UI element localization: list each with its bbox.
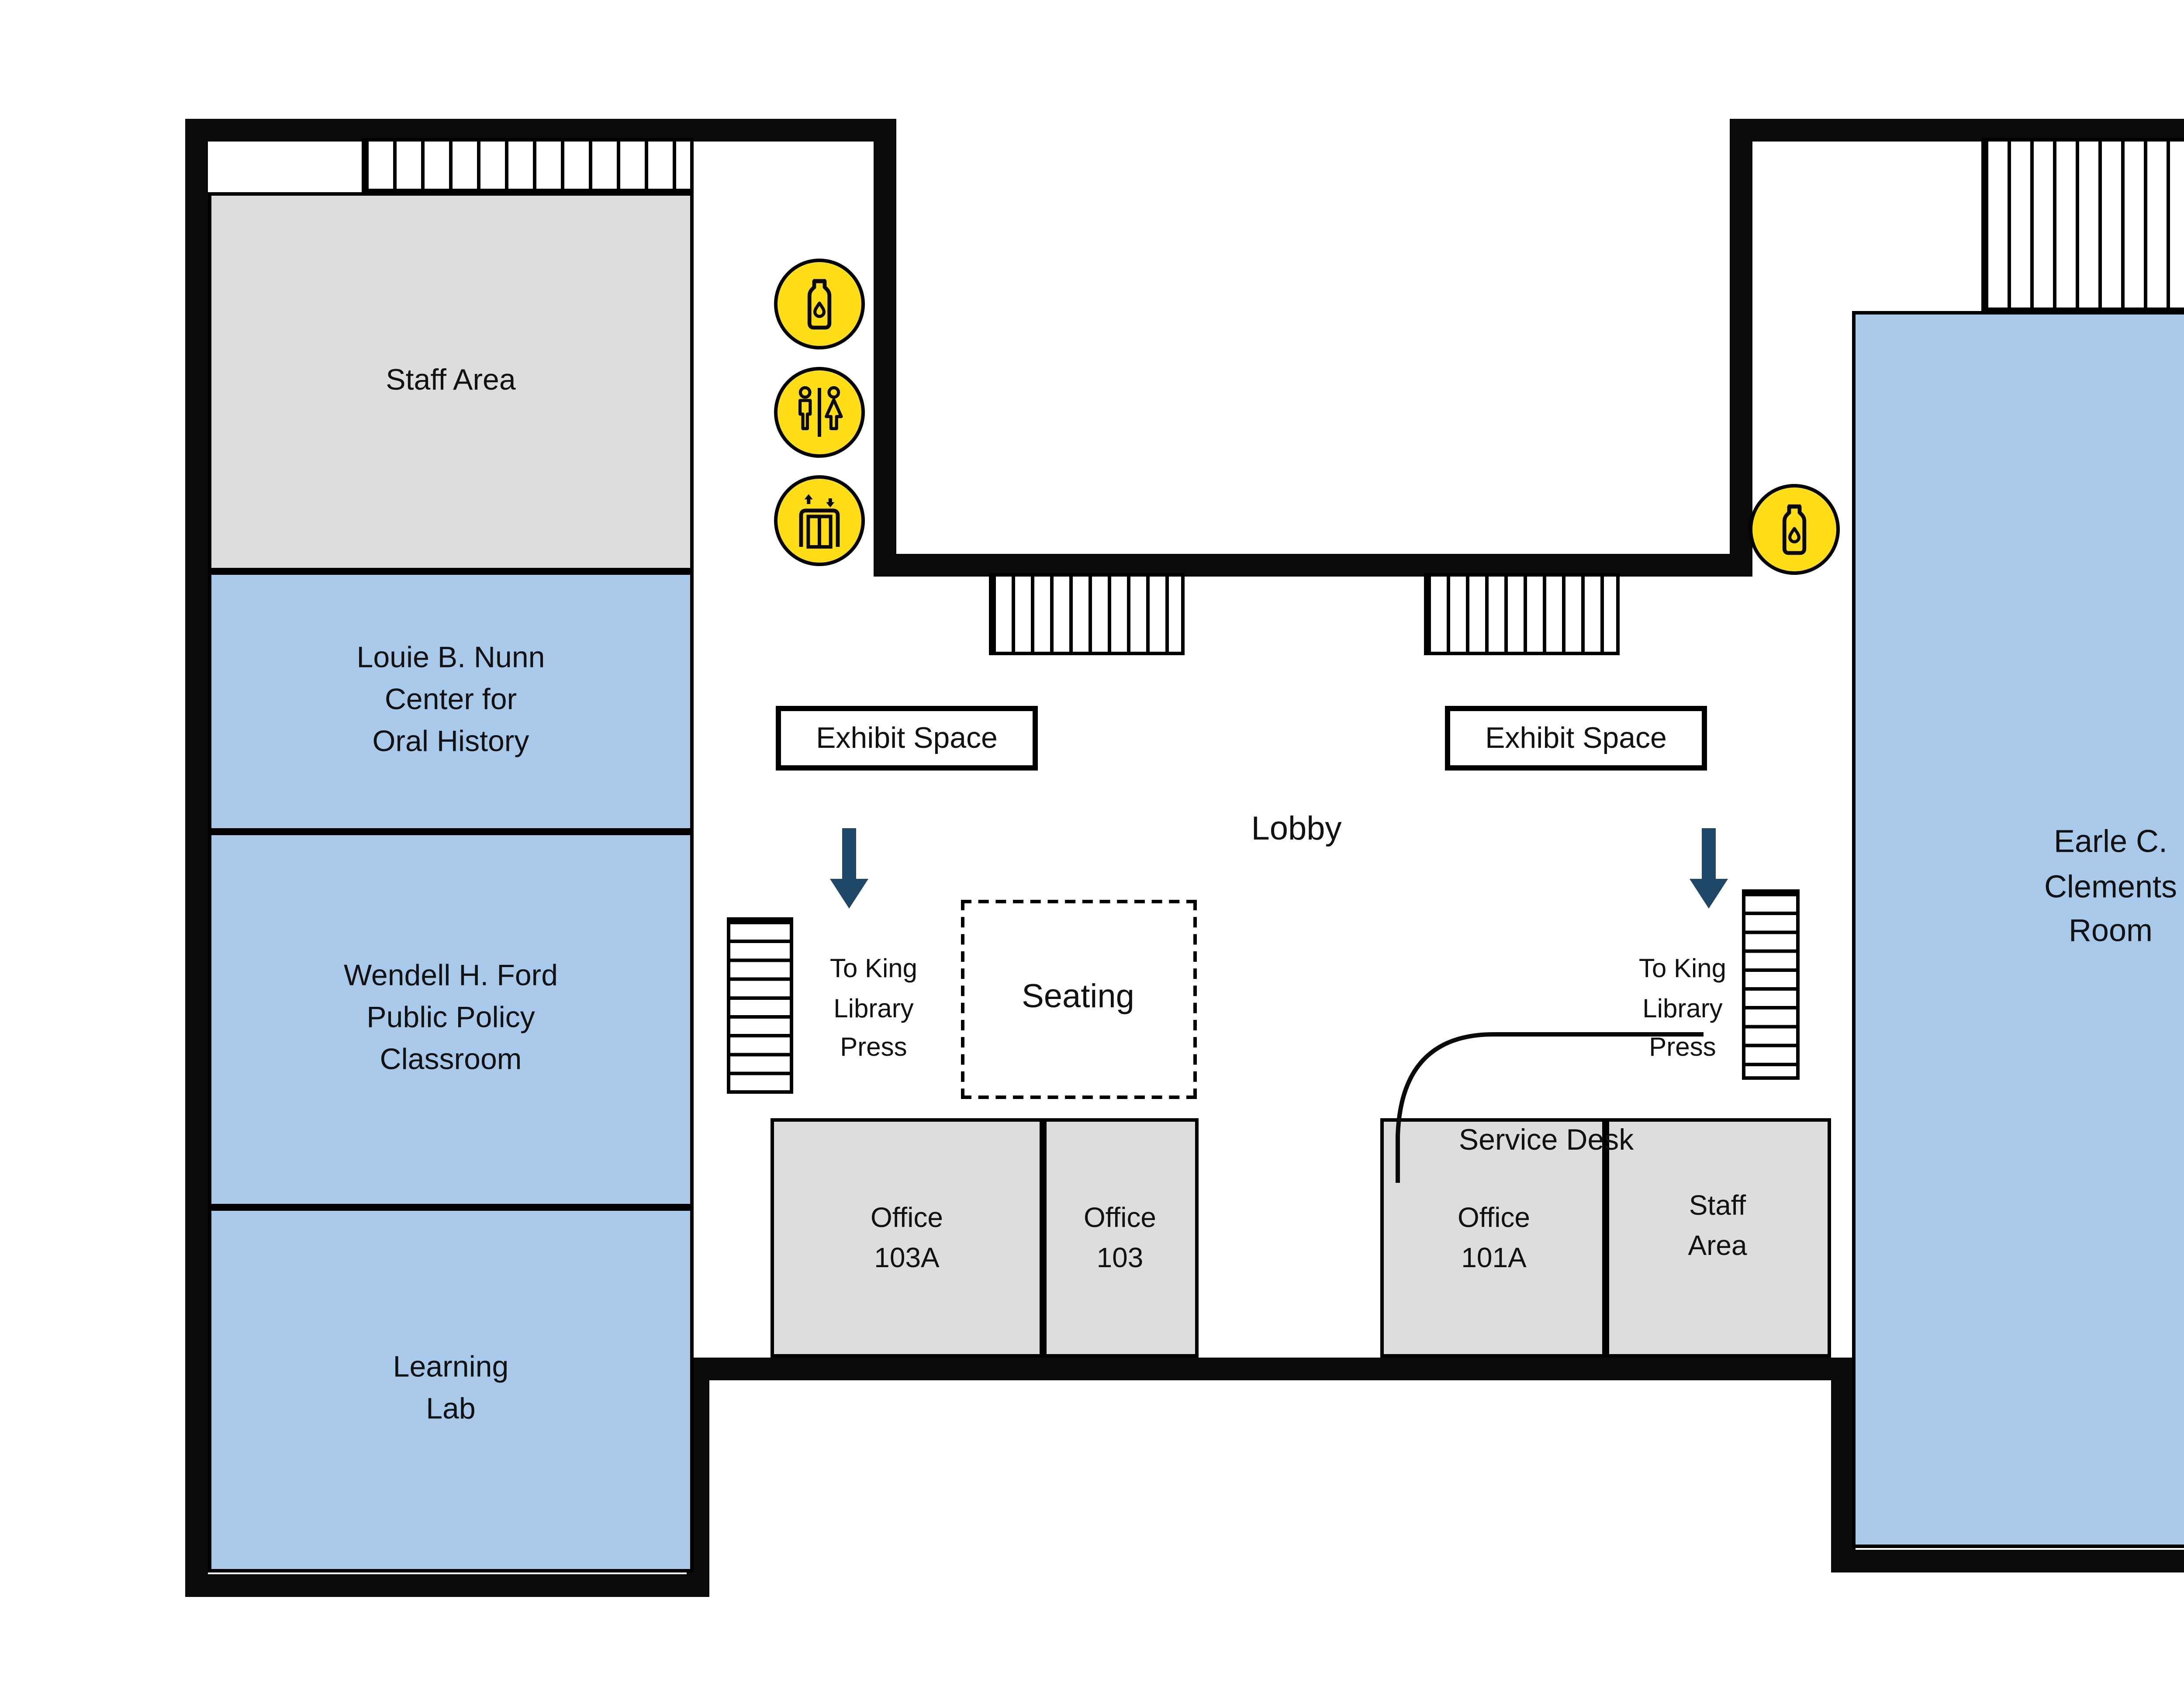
stairs-to-king-library-press-left (727, 917, 793, 1094)
water-bottle-glyph (807, 279, 832, 330)
wall-top-right (1730, 119, 2184, 142)
room-staff-area-left (208, 192, 694, 571)
room-staff-area-right (1606, 1118, 1831, 1358)
wall-clements-bottom (1831, 1550, 2184, 1572)
stairs-top-left (362, 138, 694, 192)
wall-notch-left-vertical (874, 119, 896, 577)
wall-notch-right-vertical (1730, 119, 1752, 577)
room-office-103a (771, 1118, 1043, 1358)
seating-label: Seating (1022, 979, 1134, 1016)
restroom-glyph (798, 386, 843, 437)
learning-lab-label: Learning Lab (393, 1350, 509, 1426)
to-king-library-press-left-label: To King Library Press (829, 954, 918, 1063)
water-bottle-glyph-right (1782, 504, 1807, 555)
seating-area-box (961, 900, 1197, 1099)
stairs-lobby-left (989, 573, 1185, 655)
wall-left (185, 119, 208, 1597)
clements-room-label: Earle C. Clements Room (2044, 824, 2177, 949)
wall-notch-horizontal (874, 554, 1752, 577)
room-nunn-center (208, 571, 694, 832)
exhibit-space-left-box: Exhibit Space (776, 706, 1038, 771)
office-103-label: Office 103 (1084, 1204, 1156, 1274)
office-103a-label: Office 103A (871, 1204, 943, 1274)
room-learning-lab (208, 1207, 694, 1572)
wall-bottom-left (185, 1574, 709, 1597)
exhibit-space-right-box: Exhibit Space (1445, 706, 1707, 771)
stairs-lobby-right (1424, 573, 1620, 655)
stairs-to-king-library-press-right (1742, 889, 1800, 1080)
water-bottle-icon-right (1749, 484, 1840, 575)
staff-area-right-label: Staff Area (1688, 1192, 1747, 1261)
lobby-label: Lobby (1251, 812, 1342, 849)
room-office-103 (1043, 1118, 1199, 1358)
service-desk-label: Service Desk (1458, 1123, 1634, 1157)
nunn-center-label: Louie B. Nunn Center for Oral History (356, 641, 545, 759)
wall-right-step-vertical (1831, 1358, 1856, 1572)
down-arrow-left (842, 828, 856, 879)
room-office-101a (1380, 1118, 1606, 1358)
room-clements (1852, 311, 2184, 1548)
exhibit-space-right-label: Exhibit Space (1485, 721, 1667, 754)
room-ford-classroom (208, 832, 694, 1207)
staff-area-left-label: Staff Area (386, 363, 516, 397)
elevator-icon (774, 475, 865, 566)
wall-top-left (185, 119, 896, 142)
restroom-icon (774, 367, 865, 458)
down-arrow-left-head (830, 879, 868, 909)
elevator-glyph (799, 494, 840, 549)
stairs-top-right (1981, 138, 2184, 311)
water-bottle-icon (774, 259, 865, 349)
down-arrow-right-head (1690, 879, 1728, 909)
wall-middle-bottom (687, 1358, 1856, 1380)
exhibit-space-left-label: Exhibit Space (816, 721, 998, 754)
to-king-library-press-right-label: To King Library Press (1638, 954, 1727, 1063)
down-arrow-right (1702, 828, 1716, 879)
ford-classroom-label: Wendell H. Ford Public Policy Classroom (343, 959, 558, 1077)
office-101a-label: Office 101A (1458, 1204, 1530, 1274)
